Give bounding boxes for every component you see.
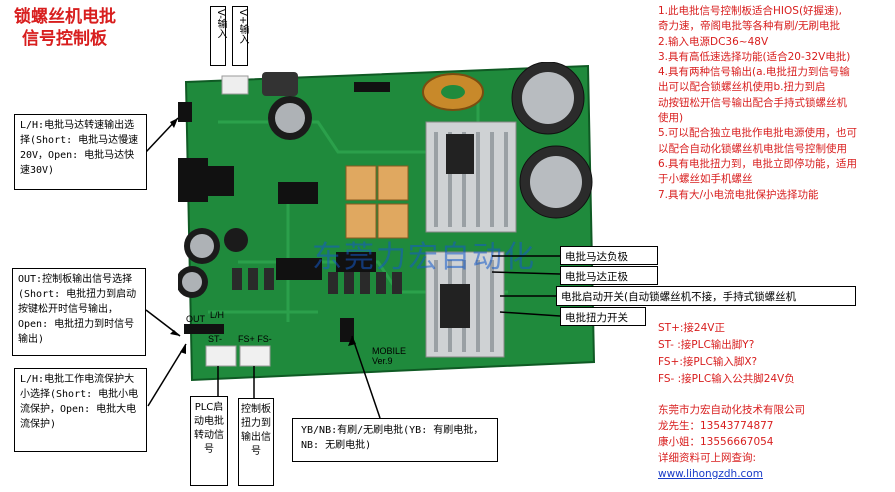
- signal-st-plus: ST+:接24V正: [658, 322, 725, 334]
- v-minus-input-box: V-输入: [210, 6, 226, 66]
- start-switch-label: 电批启动开关(自动锁螺丝机不接，手持式锁螺丝机: [561, 291, 797, 303]
- torque-out-box: 控制板扭力到输出信号: [238, 398, 274, 486]
- feature-line: 以配合自动化锁螺丝机电批信号控制使用: [658, 142, 847, 155]
- feature-line: 使用): [658, 112, 684, 125]
- torque-out-text: 控制板扭力到输出信号: [241, 404, 271, 457]
- yb-nb-text: YB/NB:有刷/无刷电批(YB: 有刷电批，NB: 无刷电批): [301, 425, 484, 451]
- watermark: 东莞力宏自动化: [312, 240, 536, 275]
- lh-speed-text: L/H:电批马达转速输出选择(Short: 电批马达慢速20V，Open: 电批…: [20, 120, 139, 176]
- feature-line: 5.可以配合独立电批作电批电源使用，也可: [658, 127, 858, 140]
- torque-switch-label: 电批扭力开关: [565, 312, 628, 324]
- lh-current-box: L/H:电批工作电流保护大小选择(Short: 电批小电流保护，Open: 电批…: [14, 368, 147, 452]
- callout-line-lh-current: [147, 343, 187, 407]
- motor-neg-label: 电批马达负极: [565, 251, 628, 263]
- feature-line: 7.具有大/小电流电批保护选择功能: [658, 188, 819, 201]
- pcb-label-lh: L/H: [210, 310, 224, 320]
- company-name: 东莞市力宏自动化技术有限公司: [658, 404, 805, 416]
- feature-line: 奇力速，帝阁电批等各种有刷/无刷电批: [658, 20, 841, 33]
- yb-nb-box: YB/NB:有刷/无刷电批(YB: 有刷电批，NB: 无刷电批): [292, 418, 498, 462]
- signal-fs-plus: FS+:接PLC输入脚X?: [658, 356, 758, 368]
- page-title: 锁螺丝机电批 信号控制板: [14, 6, 116, 50]
- feature-line: 6.具有电批扭力到，电批立即停功能，适用: [658, 157, 858, 170]
- features-list: 1.此电批信号控制板适合HIOS(好握速), 奇力速，帝阁电批等各种有刷/无刷电…: [658, 4, 890, 203]
- callout-line-ybnb: [351, 335, 381, 419]
- pcb-label-fs: FS+ FS-: [238, 334, 272, 344]
- callout-line-motor-pos: [491, 271, 561, 275]
- signal-pin-list: ST+:接24V正 ST- :接PLC输出脚Y? FS+:接PLC输入脚X? F…: [658, 320, 795, 388]
- out-select-text: OUT:控制板输出信号选择(Short: 电批扭力到启动按键松开时信号输出，Op…: [18, 274, 137, 345]
- feature-line: 4.具有两种信号输出(a.电批扭力到信号输: [658, 66, 850, 79]
- title-line-1: 锁螺丝机电批: [14, 7, 116, 27]
- pcb-label-st: ST-: [208, 334, 222, 344]
- torque-switch-label-box: 电批扭力开关: [560, 307, 646, 326]
- pcb-label-out: OUT: [186, 314, 206, 324]
- pcb-label-mobile: MOBILE: [372, 346, 406, 356]
- v-plus-input-box: V+输入: [232, 6, 248, 66]
- feature-line: 动按钮松开信号输出配合手持式锁螺丝机: [658, 96, 847, 109]
- plc-start-box: PLC启动电批转动信号: [190, 396, 228, 486]
- pcb-board-photo: OUT L/H ST- FS+ FS- MOBILE Ver.9: [178, 62, 596, 382]
- motor-pos-label: 电批马达正极: [565, 271, 628, 283]
- callout-line-torque-switch: [499, 311, 561, 317]
- feature-line: 出可以配合锁螺丝机使用b.扭力到启: [658, 81, 826, 94]
- v-plus-input-label: V+输入: [237, 9, 248, 45]
- motor-pos-label-box: 电批马达正极: [560, 266, 658, 285]
- plc-start-text: PLC启动电批转动信号: [194, 402, 224, 455]
- feature-line: 3.具有高低速选择功能(适合20-32V电批): [658, 50, 851, 63]
- title-line-2: 信号控制板: [22, 29, 107, 49]
- more-info-text: 详细资料可上网查询:: [658, 452, 757, 464]
- feature-line: 于小螺丝如手机螺丝: [658, 173, 753, 186]
- feature-line: 1.此电批信号控制板适合HIOS(好握速),: [658, 5, 842, 17]
- lh-current-text: L/H:电批工作电流保护大小选择(Short: 电批小电流保护，Open: 电批…: [20, 374, 139, 430]
- motor-neg-label-box: 电批马达负极: [560, 246, 658, 265]
- contact-1: 龙先生：13543774877: [658, 420, 774, 432]
- start-switch-label-box: 电批启动开关(自动锁螺丝机不接，手持式锁螺丝机: [556, 286, 856, 306]
- company-website-link[interactable]: www.lihongzdh.com: [658, 468, 763, 480]
- lh-speed-box: L/H:电批马达转速输出选择(Short: 电批马达慢速20V，Open: 电批…: [14, 114, 147, 190]
- feature-line: 2.输入电源DC36~48V: [658, 35, 769, 48]
- pcb-label-ver: Ver.9: [372, 356, 393, 366]
- contact-2: 康小姐：13556667054: [658, 436, 774, 448]
- company-info: 东莞市力宏自动化技术有限公司 龙先生：13543774877 康小姐：13556…: [658, 402, 805, 482]
- v-minus-input-label: V-输入: [215, 9, 226, 39]
- out-select-box: OUT:控制板输出信号选择(Short: 电批扭力到启动按键松开时信号输出，Op…: [12, 268, 146, 356]
- signal-st-minus: ST- :接PLC输出脚Y?: [658, 339, 755, 351]
- signal-fs-minus: FS- :接PLC输入公共脚24V负: [658, 373, 795, 385]
